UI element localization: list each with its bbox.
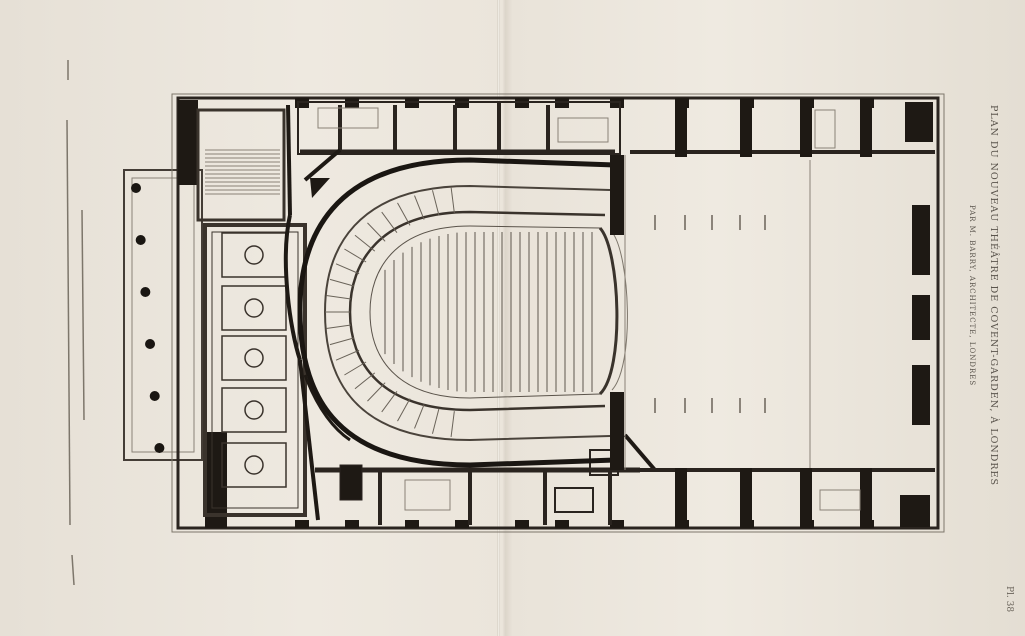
box-partition xyxy=(344,361,367,376)
stage-pier xyxy=(675,468,687,523)
stage-pier xyxy=(860,468,872,523)
box-partition xyxy=(397,398,411,422)
foyer-rosette xyxy=(244,245,264,265)
wall-pier xyxy=(610,520,624,528)
stage-pier xyxy=(860,102,872,157)
plan-title: PLAN DU NOUVEAU THÉÂTRE DE COVENT-GARDEN… xyxy=(988,105,999,486)
wall-pier xyxy=(675,520,689,528)
box-partition xyxy=(329,278,355,287)
wall-pier xyxy=(800,520,814,528)
box-partition xyxy=(367,222,386,242)
stage-pier xyxy=(675,102,687,157)
side-lobbies xyxy=(283,104,351,521)
foyer-rosette xyxy=(244,348,264,368)
wall-pier xyxy=(295,520,309,528)
stage-pier xyxy=(740,102,752,157)
scale-rules xyxy=(66,60,85,586)
foyer-rosette xyxy=(244,400,264,420)
portico-column xyxy=(149,391,160,401)
box-partition xyxy=(381,211,398,233)
box-partition xyxy=(329,337,355,346)
box-partition xyxy=(354,372,376,390)
wall-pier xyxy=(515,520,529,528)
plate-number: Pl. 38 xyxy=(1004,586,1014,613)
top-rooms xyxy=(297,101,621,155)
center-fold xyxy=(497,0,500,636)
wall-pier xyxy=(860,520,874,528)
box-partition xyxy=(450,411,455,437)
box-partition xyxy=(414,404,425,429)
box-partition xyxy=(431,408,440,434)
foyer-panel xyxy=(221,232,287,278)
wall-pier xyxy=(740,520,754,528)
bottom-rooms xyxy=(315,449,640,525)
title-block: PLAN DU NOUVEAU THÉÂTRE DE COVENT-GARDEN… xyxy=(960,105,1010,525)
portico xyxy=(123,169,203,461)
stage-pier xyxy=(800,102,812,157)
box-partition xyxy=(367,382,386,402)
box-partition xyxy=(326,295,352,300)
foyer-rosette xyxy=(244,298,264,318)
portico-column xyxy=(154,443,165,453)
wall-pier xyxy=(555,520,569,528)
portico-column xyxy=(131,183,141,193)
foyer-panel xyxy=(221,387,287,433)
box-partition xyxy=(397,202,411,226)
foyer-rosette xyxy=(244,455,264,475)
stage-pier xyxy=(740,468,752,523)
box-partition xyxy=(335,349,360,361)
box-partition xyxy=(335,263,360,275)
box-partition xyxy=(450,187,455,213)
stage xyxy=(624,102,935,523)
portico-column xyxy=(135,235,146,245)
wall-pier xyxy=(455,520,469,528)
wall-pier xyxy=(345,520,359,528)
box-partition xyxy=(414,195,425,220)
foyer-panel xyxy=(221,335,287,381)
stage-pier xyxy=(800,468,812,523)
box-partition xyxy=(326,324,352,329)
portico-column xyxy=(145,339,156,349)
box-partition xyxy=(344,248,367,263)
box-partition xyxy=(431,190,440,216)
portico-column xyxy=(140,287,151,297)
foyer-panel xyxy=(221,442,287,488)
wall-pier xyxy=(405,520,419,528)
plan-subtitle: PAR M. BARRY, ARCHITECTE, LONDRES xyxy=(968,205,976,387)
foyer-panel xyxy=(221,285,287,331)
auditorium xyxy=(297,148,657,472)
box-partition xyxy=(354,234,376,252)
box-partition xyxy=(381,391,398,413)
